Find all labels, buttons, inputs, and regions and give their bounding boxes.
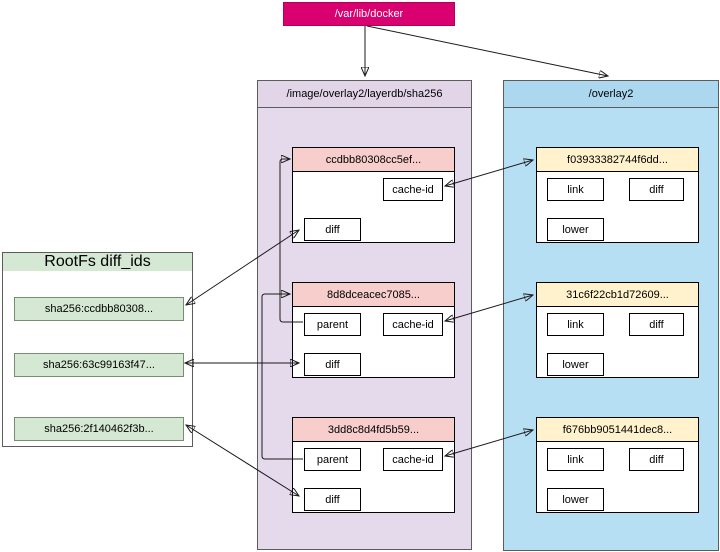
lower-field: lower <box>547 488 604 511</box>
lower-field: lower <box>547 353 604 376</box>
diff-field: diff <box>304 353 361 376</box>
container-rootfs-diff-ids: RootFs diff_ids sha256:ccdbb80308... sha… <box>2 252 193 447</box>
diff-field: diff <box>304 488 361 511</box>
link-field: link <box>547 178 604 201</box>
container-rootfs-title: RootFs diff_ids <box>3 253 192 271</box>
diff-field: diff <box>629 448 684 471</box>
layer-id-header: 8d8dceacec7085... <box>293 283 454 307</box>
edge-docker-to-overlay2 <box>366 25 608 76</box>
dir-id-header: f676bb9051441dec8... <box>537 418 698 442</box>
cache-id-field: cache-id <box>383 448 443 471</box>
overlay-dir-box-31c6f22c: 31c6f22cb1d72609... link diff lower <box>536 282 699 378</box>
rootfs-diff-id-item: sha256:2f140462f3b... <box>14 417 184 441</box>
layer-box-3dd8c8d4: 3dd8c8d4fd5b59... parent cache-id diff <box>292 417 455 513</box>
rootfs-diff-id-item: sha256:ccdbb80308... <box>14 297 184 321</box>
cache-id-field: cache-id <box>383 313 443 336</box>
diff-field: diff <box>629 313 684 336</box>
layer-box-ccdbb80308: ccdbb80308cc5ef... cache-id diff <box>292 147 455 243</box>
link-field: link <box>547 448 604 471</box>
overlay-dir-box-f0393338: f03933382744f6dd... link diff lower <box>536 147 699 243</box>
parent-field: parent <box>304 313 361 336</box>
layer-id-header: 3dd8c8d4fd5b59... <box>293 418 454 442</box>
container-layerdb-title: /image/overlay2/layerdb/sha256 <box>258 81 471 108</box>
parent-field: parent <box>304 448 361 471</box>
diff-field: diff <box>304 218 361 241</box>
container-overlay2-title: /overlay2 <box>504 81 718 108</box>
rootfs-diff-id-item: sha256:63c99163f47... <box>14 353 184 377</box>
overlay-dir-box-f676bb90: f676bb9051441dec8... link diff lower <box>536 417 699 513</box>
dir-id-header: 31c6f22cb1d72609... <box>537 283 698 307</box>
diff-field: diff <box>629 178 684 201</box>
lower-field: lower <box>547 218 604 241</box>
node-var-lib-docker: /var/lib/docker <box>283 2 455 26</box>
cache-id-field: cache-id <box>383 178 443 201</box>
layer-box-8d8dceacec: 8d8dceacec7085... parent cache-id diff <box>292 282 455 378</box>
layer-id-header: ccdbb80308cc5ef... <box>293 148 454 172</box>
link-field: link <box>547 313 604 336</box>
dir-id-header: f03933382744f6dd... <box>537 148 698 172</box>
